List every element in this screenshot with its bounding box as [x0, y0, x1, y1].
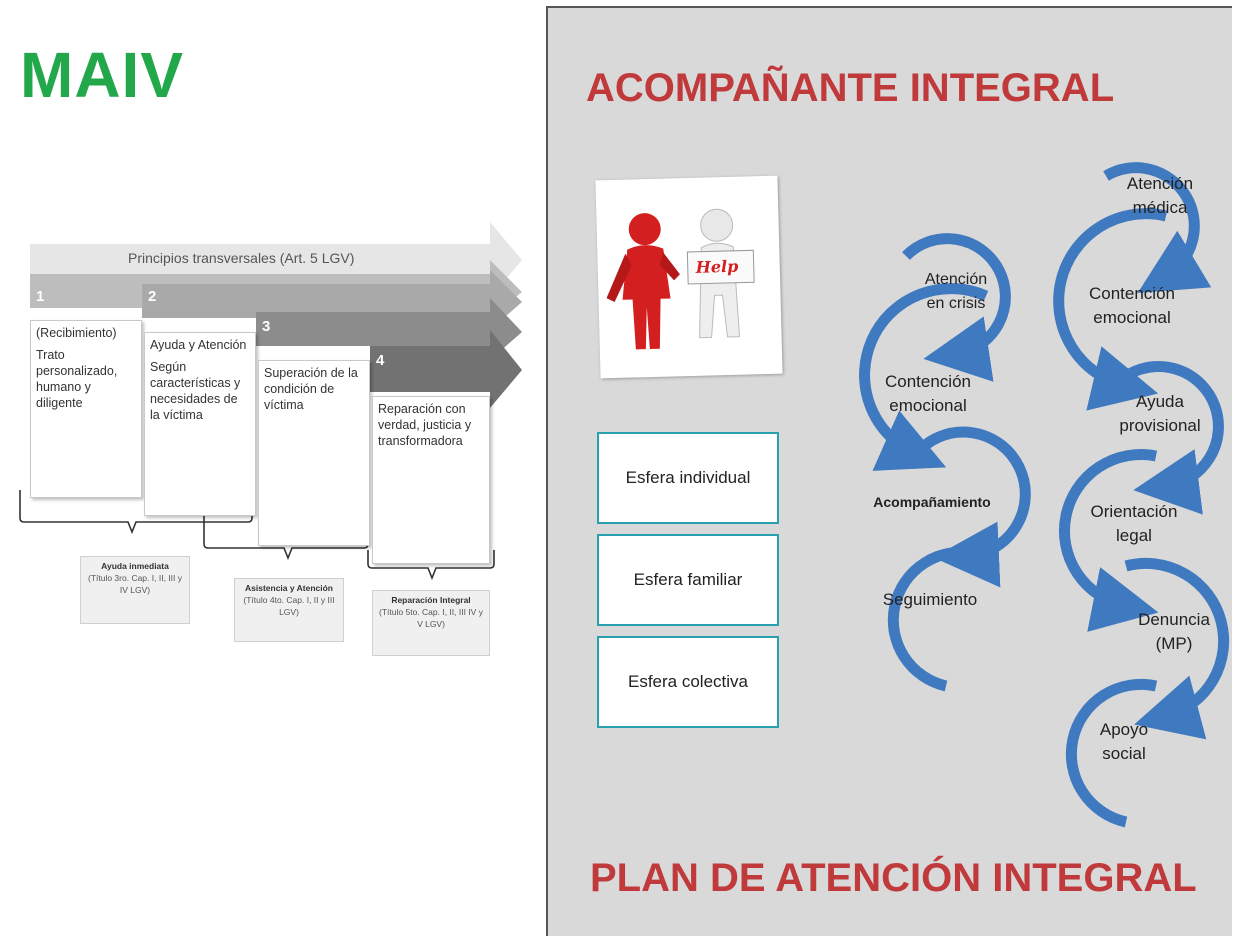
cycle-label-atencion-medica: Atención médica — [1126, 174, 1194, 217]
cycle-arrow-right-5 — [1124, 557, 1230, 740]
step-1-number: 1 — [36, 288, 45, 305]
step-2-line: Ayuda y Atención — [150, 338, 247, 352]
principles-arrow — [30, 222, 522, 298]
cycle-arrow-middle-1 — [902, 233, 1011, 382]
cycle-label-contencion-emocional: Contención emocional — [884, 372, 971, 415]
cycle-arrow-right-2 — [1053, 208, 1168, 411]
cycle-arrow-right-4 — [1059, 449, 1159, 632]
right-panel — [546, 6, 1232, 936]
title-plan-atencion: PLAN DE ATENCIÓN INTEGRAL — [590, 856, 1197, 900]
step-1-line: Trato personalizado, humano y diligente — [36, 348, 118, 410]
maiv-model-diagram: Principios transversales (Art. 5 LGV) 1 … — [8, 200, 538, 670]
brace-label-ayuda-inmediata: Ayuda inmediata (Título 3ro. Cap. I, II,… — [80, 556, 190, 624]
cycle-label-orientacion-legal: Orientación legal — [1090, 502, 1178, 545]
sphere-individual: Esfera individual — [597, 432, 779, 524]
brace-1 — [19, 490, 253, 535]
cycle-arrow-right-3 — [1123, 361, 1224, 515]
step-4-number: 4 — [376, 352, 385, 369]
step-4-line: Reparación con verdad, justicia y transf… — [378, 402, 472, 448]
cycle-label-atencion-crisis: Atención en crisis — [924, 271, 988, 312]
brace-label-asistencia: Asistencia y Atención (Título 4to. Cap. … — [234, 578, 344, 642]
principles-label: Principios transversales (Art. 5 LGV) — [128, 250, 355, 266]
step-2-line: Según características y necesidades de l… — [150, 360, 241, 422]
cycle-label-acompanamiento: Acompañamiento — [873, 494, 991, 510]
cycle-arrow-right-6 — [1065, 678, 1158, 828]
cycle-label-apoyo-social: Apoyo social — [1099, 720, 1149, 763]
brace-label-reparacion: Reparación Integral (Título 5to. Cap. I,… — [372, 590, 490, 656]
cycle-arrow-right-1 — [1103, 162, 1212, 294]
step-3-arrow — [256, 298, 522, 360]
step-1-box: (Recibimiento) Trato personalizado, huma… — [30, 320, 142, 498]
brace-title: Asistencia y Atención — [244, 583, 334, 593]
cycle-label-seguimiento: Seguimiento — [882, 590, 978, 609]
maiv-arrows — [19, 222, 522, 581]
brace-title: Reparación Integral — [391, 595, 471, 605]
cycle-label-ayuda-provisional: Ayuda provisional — [1119, 392, 1201, 435]
brace-subtitle: (Título 3ro. Cap. I, II, III y IV LGV) — [87, 573, 182, 595]
maiv-title: MAIV — [20, 39, 184, 111]
cycle-arrow-middle-3 — [911, 426, 1031, 588]
step-2-number: 2 — [148, 288, 157, 305]
help-figures-icon — [606, 208, 755, 350]
cycle-arrow-middle-2 — [859, 283, 989, 471]
step-3-box: Superación de la condición de víctima — [258, 360, 370, 546]
sphere-familiar: Esfera familiar — [597, 534, 779, 626]
brace-title: Ayuda inmediata — [101, 561, 169, 571]
cycle-label-denuncia: Denuncia (MP) — [1138, 610, 1210, 653]
sphere-colectiva: Esfera colectiva — [597, 636, 779, 728]
step-4-box: Reparación con verdad, justicia y transf… — [372, 396, 490, 564]
cycle-label-contencion-emocional-2: Contención emocional — [1088, 284, 1175, 327]
step-3-line: Superación de la condición de víctima — [264, 366, 358, 412]
step-4-arrow — [370, 330, 522, 408]
help-illustration: Help — [595, 175, 783, 379]
brace-subtitle: (Título 4to. Cap. I, II y III LGV) — [243, 595, 335, 617]
brace-subtitle: (Título 5to. Cap. I, II, III IV y V LGV) — [379, 607, 483, 629]
step-2-box: Ayuda y Atención Según características y… — [144, 332, 256, 516]
cycle-arrow-middle-4 — [887, 546, 978, 692]
title-acompanante-integral: ACOMPAÑANTE INTEGRAL — [586, 66, 1115, 110]
step-1-line: (Recibimiento) — [36, 326, 117, 340]
step-3-number: 3 — [262, 318, 271, 335]
brace-3 — [367, 550, 495, 581]
cycle-arrows — [859, 162, 1230, 828]
